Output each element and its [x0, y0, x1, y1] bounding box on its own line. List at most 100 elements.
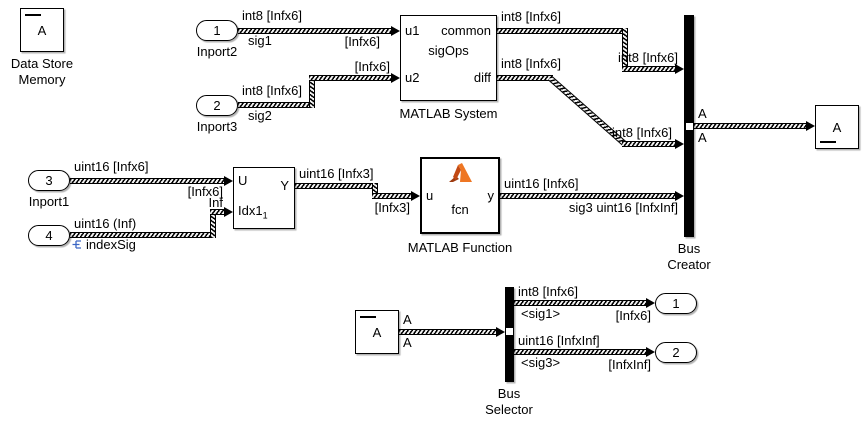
wire-read-out[interactable]	[399, 329, 496, 335]
inport2-label: Inport2	[196, 44, 238, 59]
sig3-bus-dtype-label: sig3 uint16 [InfxInf]	[568, 200, 678, 215]
data-store-write-block[interactable]: A	[815, 105, 859, 149]
sig2-name-label: sig2	[248, 108, 272, 123]
bsel3-port-dtype-label: [InfxInf]	[608, 357, 651, 372]
wire-common-seg3[interactable]	[622, 66, 675, 72]
data-store-memory-name: A	[37, 22, 47, 38]
diff-dtype-label: int8 [Infx6]	[501, 56, 561, 71]
matlab-function-port-u: u	[426, 188, 434, 203]
signal-logging-icon	[72, 240, 81, 249]
inport2-number: 1	[213, 23, 221, 38]
outport1-block[interactable]: 1	[655, 293, 697, 314]
wire-indexsig-seg1[interactable]	[70, 232, 216, 238]
arrowhead-bsel3	[646, 347, 655, 357]
inport1-dtype-label: uint16 [Infx6]	[74, 159, 149, 174]
inport1-port-dtype-label: [Infx6]	[187, 184, 223, 199]
data-store-memory-label: Data Store Memory	[10, 56, 74, 87]
outport2-block[interactable]: 2	[655, 342, 697, 363]
wire-indexsig-seg3[interactable]	[210, 209, 224, 215]
inport1-block[interactable]: 3	[28, 170, 70, 191]
indexsig-port-dtype-label: Inf	[208, 195, 223, 210]
selector-out-port-dtype-label: [Infx3]	[374, 200, 410, 215]
wire-bsel3[interactable]	[514, 349, 646, 355]
arrowhead-read-out	[496, 327, 505, 337]
data-store-read-block[interactable]: A	[355, 310, 399, 354]
outport1-number: 1	[672, 296, 680, 311]
matlab-system-center-text: sigOps	[428, 43, 469, 58]
sig2-dtype-label: int8 [Infx6]	[242, 83, 302, 98]
bsel1-port-dtype-label: [Infx6]	[615, 308, 651, 323]
matlab-system-port-u2: u2	[405, 70, 420, 85]
bus-name-top-label: A	[698, 106, 707, 121]
wire-sig3[interactable]	[500, 193, 675, 199]
data-store-write-name: A	[832, 119, 842, 135]
arrowhead-sig3	[675, 191, 684, 201]
matlab-system-port-diff: diff	[473, 70, 491, 85]
bsel1-dtype-label: int8 [Infx6]	[518, 284, 578, 299]
arrowhead-common	[675, 64, 684, 74]
wire-sig2-seg3[interactable]	[309, 75, 391, 81]
sig1-dtype-label: int8 [Infx6]	[242, 8, 302, 23]
wire-diff-seg1[interactable]	[497, 75, 553, 81]
matlab-function-fcn-text: fcn	[451, 202, 469, 217]
selector-block[interactable]	[233, 167, 295, 229]
arrowhead-bsel1	[646, 298, 655, 308]
bsel1-name-label: <sig1>	[521, 306, 561, 321]
diff-bus-dtype-label: int8 [Infx6]	[612, 125, 672, 140]
inport2-block[interactable]: 1	[196, 20, 238, 41]
sig1-name-label: sig1	[248, 33, 272, 48]
indexsig-dtype-label: uint16 (Inf)	[74, 216, 137, 231]
arrowhead-selout	[411, 191, 420, 201]
inport3-block[interactable]: 2	[196, 95, 238, 116]
wire-indexsig-seg2[interactable]	[210, 209, 216, 238]
selector-port-idx: Idx11	[238, 203, 268, 221]
wire-bus-out[interactable]	[694, 123, 806, 129]
outport2-number: 2	[672, 345, 680, 360]
matlab-system-port-u1: u1	[405, 23, 420, 38]
wire-sig2-seg1[interactable]	[238, 102, 312, 108]
wire-bsel1[interactable]	[514, 300, 646, 306]
wire-common-seg1[interactable]	[497, 28, 625, 34]
matlab-system-block[interactable]	[400, 15, 497, 101]
common-dtype-label: int8 [Infx6]	[501, 9, 561, 24]
data-store-memory-block[interactable]: A	[20, 8, 64, 52]
inport1-number: 3	[45, 173, 53, 188]
matlab-function-port-y: y	[487, 188, 495, 203]
inport4-number: 4	[45, 228, 53, 243]
arrowhead-sig2	[391, 73, 400, 83]
inport4-block[interactable]: 4	[28, 225, 70, 246]
selector-port-u: U	[238, 173, 248, 188]
wire-sig2-seg2[interactable]	[309, 75, 315, 108]
bus-creator-output-port[interactable]	[685, 122, 694, 131]
wire-inport1[interactable]	[70, 178, 224, 184]
wire-diff-seg3[interactable]	[622, 141, 675, 147]
arrowhead-diff	[675, 139, 684, 149]
inport1-label: Inport1	[28, 194, 70, 209]
bus-selector-input-port[interactable]	[505, 327, 514, 336]
wire-selout-seg3[interactable]	[372, 193, 411, 199]
sig1-port-dtype-label: [Infx6]	[344, 34, 380, 49]
arrowhead-bus-out	[806, 121, 815, 131]
data-store-read-name: A	[372, 324, 382, 340]
arrowhead-inport1	[224, 176, 233, 186]
wire-common-seg2[interactable]	[622, 28, 628, 72]
inport3-label: Inport3	[196, 119, 238, 134]
wire-sig1[interactable]	[238, 28, 391, 34]
wire-selout-seg1[interactable]	[295, 183, 375, 189]
matlab-system-port-common: common	[441, 23, 491, 38]
arrowhead-sig1	[391, 26, 400, 36]
indexsig-name-label: indexSig	[86, 237, 136, 252]
sig2-port-dtype-label: [Infx6]	[354, 59, 390, 74]
matlab-logo-icon	[449, 163, 472, 182]
bus-name-bottom-label: A	[698, 130, 707, 145]
sig3-dtype-label: uint16 [Infx6]	[504, 176, 579, 191]
bsel3-name-label: <sig3>	[521, 355, 561, 370]
read-name-top-label: A	[403, 312, 412, 327]
read-name-bottom-label: A	[403, 335, 412, 350]
memory-line	[360, 316, 376, 318]
matlab-function-label: MATLAB Function	[407, 240, 513, 255]
wire-selout-seg2[interactable]	[372, 183, 378, 199]
bsel3-dtype-label: uint16 [InfxInf]	[518, 333, 600, 348]
bus-selector-label: Bus Selector	[485, 386, 533, 417]
